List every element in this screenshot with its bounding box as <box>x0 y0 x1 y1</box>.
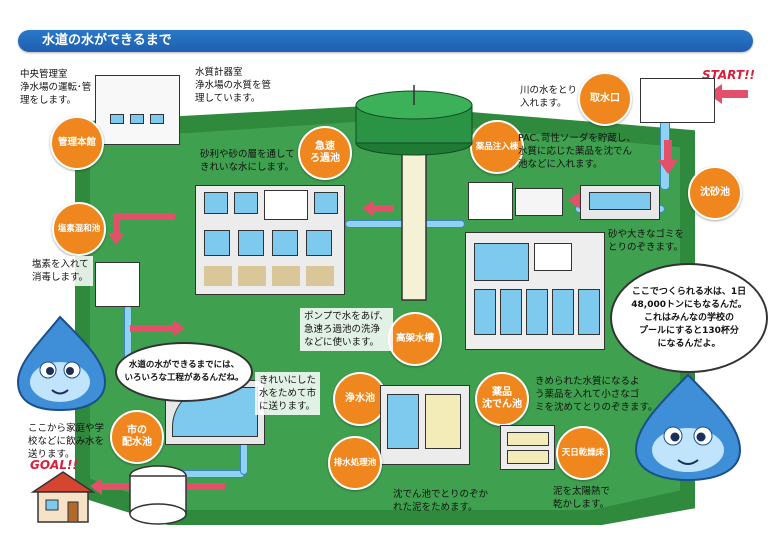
control-window-2 <box>130 114 144 124</box>
badge-grit: 沈砂池 <box>688 166 742 220</box>
badge-clear-well: 浄水池 <box>333 372 387 426</box>
grit-desc: 砂や大きなゴミを とりのぞきます。 <box>608 229 685 253</box>
control-desc: 中央管理室 浄水場の運転･管 理をします。 <box>20 69 92 106</box>
filter-pool-6 <box>272 230 298 256</box>
rapid-filter-desc: 砂利や砂の層を通して きれいな水にします。 <box>200 149 295 173</box>
sedimentation-desc: きめられた水質になるよ う薬品を入れて小さなゴ ミを沈めてとりのぞきます。 <box>535 376 658 413</box>
filter-sand-layer <box>204 266 334 286</box>
sed-pool-1 <box>474 243 529 281</box>
sed-pool-6 <box>578 289 600 335</box>
control-building <box>95 75 180 145</box>
clear-well-desc: きれいにした 水をためて市 に送ります。 <box>255 372 321 415</box>
arrow-grit-left-head <box>568 192 580 209</box>
filter-pool-5 <box>238 230 264 256</box>
arrow-sed-left-head <box>362 200 374 217</box>
intake-building <box>640 78 715 123</box>
chlorine-desc: 塩素を入れて 消毒します。 <box>28 256 93 286</box>
arrow-intake-down <box>664 140 672 162</box>
badge-control: 管理本館 <box>50 116 104 170</box>
chemical-building <box>468 182 513 220</box>
badge-city-reservoir: 市の 配水池 <box>110 410 164 464</box>
arrow-to-house <box>100 483 130 490</box>
badge-chemical-inject: 薬品注入棟 <box>470 120 524 174</box>
chemical-inject-desc: PAC､苛性ソーダを貯蔵し、 水質に応じた薬品を沈でん 池などに入れます。 <box>518 133 636 170</box>
rapid-filter <box>195 185 345 295</box>
filter-house <box>264 190 308 220</box>
speech-bubble-right: ここでつくられる水は、1日 48,000トンにもなるんだ。 これはみんなの学校の… <box>610 263 768 373</box>
arrow-sed-left <box>372 205 394 212</box>
badge-sedimentation: 薬品 沈でん池 <box>475 372 529 426</box>
sed-house <box>534 243 572 271</box>
arrow-intake-down-head <box>658 160 678 174</box>
sun-dry-sand-2 <box>507 450 549 464</box>
badge-rapid-filter: 急速 ろ過池 <box>298 126 352 180</box>
control-window-3 <box>150 114 164 124</box>
mascot-right-icon <box>634 373 742 482</box>
sed-pool-4 <box>526 289 548 335</box>
badge-intake: 取水口 <box>578 72 632 126</box>
sun-dry-bed <box>500 425 555 470</box>
badge-sun-dry: 天日乾燥床 <box>556 426 610 480</box>
sedimentation-basin <box>465 232 605 350</box>
filter-pool-3 <box>314 192 338 214</box>
filter-pool-2 <box>234 192 258 214</box>
mascot-left-icon <box>16 315 107 412</box>
badge-elevated-tank: 高架水槽 <box>388 312 442 366</box>
arrow-chlorine-right <box>130 325 175 332</box>
arrow-start-head <box>708 84 722 104</box>
filter-pool-7 <box>306 230 332 256</box>
arrow-start <box>718 90 748 98</box>
grit-chamber <box>580 185 660 220</box>
city-reservoir <box>129 465 187 525</box>
city-reservoir-desc: ここから家庭や学 校などに飲み水を 送ります。 <box>28 423 105 460</box>
intake-desc: 川の水をとり 入れます。 <box>520 85 578 109</box>
sun-dry-sand-1 <box>507 432 549 446</box>
sludge-basin <box>380 385 470 465</box>
arrow-filter-left <box>115 213 175 220</box>
chemical-tanks <box>515 188 563 216</box>
arrow-chlorine-right-head <box>173 320 185 337</box>
sludge-pool-2 <box>425 394 461 449</box>
sed-pool-5 <box>552 289 574 335</box>
arrow-filter-down <box>113 213 120 235</box>
start-label: START!! <box>702 68 756 82</box>
badge-chlorine: 塩素混和池 <box>52 202 106 256</box>
sed-pool-3 <box>500 289 522 335</box>
page-title: 水道の水ができるまで <box>18 30 753 52</box>
house-icon <box>30 471 96 523</box>
sludge-pool-1 <box>387 394 419 449</box>
quality-room-desc: 水質計器室 浄水場の水質を管 理しています。 <box>195 67 272 104</box>
filter-pool-4 <box>204 230 230 256</box>
speech-bubble-left: 水道の水ができるまでには、 いろいろな工程があるんだね。 <box>115 342 253 402</box>
elevated-tank-desc: ポンプで水をあげ、 急速ろ過池の洗浄 などに使います。 <box>300 308 393 351</box>
badge-sludge: 排水処理池 <box>328 436 382 490</box>
chlorine-building <box>95 262 140 307</box>
goal-label: GOAL!! <box>30 458 78 472</box>
elevated-tank <box>355 85 473 301</box>
sludge-desc: 沈でん池でとりのぞか れた泥をためます。 <box>393 489 489 513</box>
arrow-filter-down-head <box>108 233 125 245</box>
filter-pool-1 <box>204 192 228 214</box>
arrow-to-house-head <box>90 478 102 495</box>
sed-pool-2 <box>474 289 496 335</box>
arrow-to-city <box>185 483 225 490</box>
control-window-1 <box>110 114 124 124</box>
grit-pool <box>589 192 651 210</box>
sun-dry-desc: 泥を太陽熱で 乾かします。 <box>553 486 611 510</box>
